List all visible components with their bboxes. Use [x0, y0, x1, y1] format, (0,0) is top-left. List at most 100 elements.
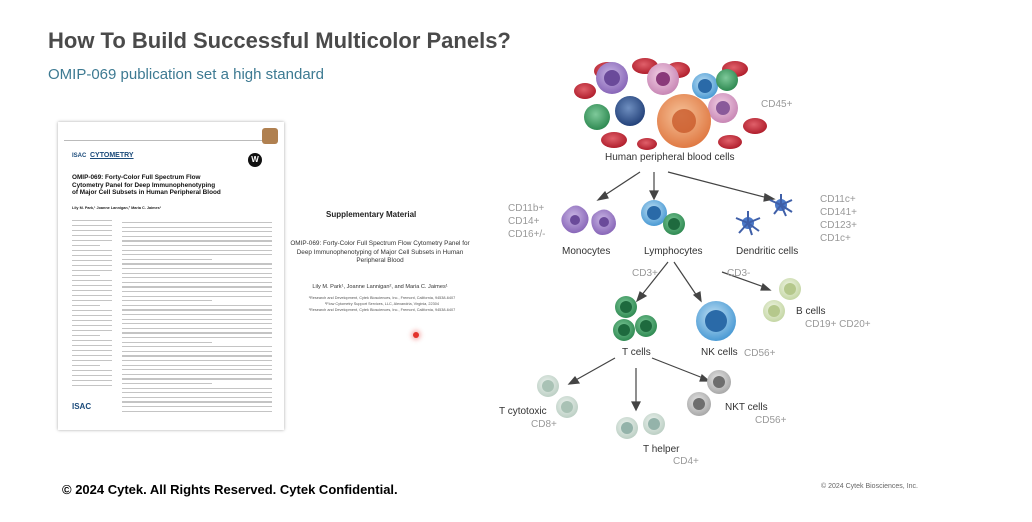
- monocyte-cells-icon: [561, 205, 616, 235]
- paper-text-line: [122, 222, 272, 224]
- root-label: Human peripheral blood cells: [605, 152, 735, 163]
- nkt-cells-icon: [687, 370, 731, 416]
- paper-text-line: [72, 345, 112, 347]
- paper-isac-label: ISAC: [72, 153, 87, 159]
- nk-cells-label: NK cells: [701, 347, 738, 358]
- paper-text-line: [72, 280, 112, 282]
- t-helper-marker: CD4+: [673, 456, 699, 467]
- paper-text-line: [122, 410, 272, 412]
- paper-text-line: [122, 369, 272, 371]
- paper-text-line: [72, 310, 112, 312]
- paper-text-line: [122, 406, 272, 408]
- dendritic-marker: CD11c+: [820, 194, 856, 205]
- supplement-title: OMIP-069: Forty-Color Full Spectrum Flow…: [290, 240, 470, 265]
- dendritic-marker: CD1c+: [820, 233, 851, 244]
- paper-text-line: [122, 327, 272, 330]
- paper-text-line: [72, 270, 112, 272]
- paper-page-thumbnail: ISAC CYTOMETRY W OMIP-069: Forty-Color F…: [58, 122, 284, 430]
- paper-text-line: [122, 401, 272, 403]
- paper-text-line: [122, 281, 272, 284]
- paper-text-line: [122, 263, 272, 265]
- cd3-negative-marker: CD3-: [727, 268, 751, 279]
- paper-text-line: [122, 295, 272, 297]
- paper-text-line: [72, 220, 112, 222]
- paper-text-line: [122, 323, 272, 325]
- paper-text-line: [72, 355, 112, 357]
- paper-text-line: [122, 277, 272, 279]
- paper-text-line: [72, 380, 112, 382]
- paper-text-line: [72, 315, 112, 317]
- paper-text-line: [72, 240, 112, 242]
- paper-text-line: [122, 346, 272, 348]
- paper-authors: Lily M. Park,¹ Joanne Lannigan,² Maria C…: [72, 206, 162, 210]
- paper-text-line: [122, 240, 272, 242]
- supplement-authors: Lily M. Park¹, Joanne Lannigan², and Mar…: [312, 284, 448, 290]
- paper-text-line: [122, 249, 272, 251]
- nk-cell-icon: [696, 301, 736, 341]
- publisher-logo-icon: W: [248, 153, 262, 167]
- t-helper-label: T helper: [643, 444, 680, 455]
- paper-text-line: [122, 268, 272, 270]
- t-cytotoxic-marker: CD8+: [531, 419, 557, 430]
- b-cells-label: B cells: [796, 306, 826, 317]
- paper-text-line: [72, 360, 112, 362]
- dendritic-marker: CD141+: [820, 207, 857, 218]
- paper-text-line: [122, 364, 272, 366]
- lineage-arrows: [567, 171, 776, 412]
- supplement-affiliation: ¹Research and Development, Cytek Bioscie…: [308, 308, 456, 312]
- paper-text-line: [72, 225, 112, 227]
- paper-text-line: [72, 260, 112, 262]
- t-cells-icon: [613, 296, 657, 341]
- paper-text-line: [122, 258, 212, 261]
- blood-cells-illustration: [574, 58, 767, 150]
- paper-text-line: [72, 335, 100, 337]
- paper-text-line: [72, 300, 112, 302]
- root-marker: CD45+: [761, 99, 793, 110]
- t-cells-label: T cells: [622, 347, 651, 358]
- paper-text-line: [72, 370, 112, 372]
- paper-text-line: [72, 365, 100, 367]
- paper-text-line: [122, 341, 212, 343]
- lymphocytes-label: Lymphocytes: [644, 246, 703, 257]
- t-cytotoxic-cells-icon: [537, 375, 578, 418]
- paper-text-line: [122, 231, 272, 233]
- paper-text-line: [72, 250, 112, 252]
- nkt-cell-marker: CD56+: [755, 415, 787, 426]
- paper-text-line: [122, 350, 272, 353]
- nk-cell-marker: CD56+: [744, 348, 776, 359]
- copyright-note: © 2024 Cytek Biosciences, Inc.: [821, 483, 918, 490]
- paper-text-line: [122, 392, 272, 394]
- nkt-cells-label: NKT cells: [725, 402, 768, 413]
- paper-text-line: [72, 350, 112, 352]
- supplement-affiliation: ²Flow Cytometry Support Services, LLC, A…: [325, 302, 439, 306]
- paper-text-line: [122, 291, 272, 293]
- paper-text-line: [122, 314, 272, 316]
- paper-text-line: [122, 332, 272, 334]
- paper-text-line: [72, 330, 112, 332]
- t-cell-marker: CD3+: [632, 268, 658, 279]
- paper-text-line: [72, 285, 112, 287]
- paper-text-line: [72, 290, 112, 292]
- paper-text-line: [72, 295, 112, 297]
- paper-text-line: [122, 226, 272, 228]
- monocytes-label: Monocytes: [562, 246, 611, 257]
- dendritic-marker: CD123+: [820, 220, 857, 231]
- slide-subtitle: OMIP-069 publication set a high standard: [48, 66, 324, 83]
- paper-text-line: [122, 300, 212, 302]
- paper-text-line: [72, 325, 112, 327]
- monocyte-marker: CD14+: [508, 216, 540, 227]
- paper-text-line: [122, 272, 272, 274]
- paper-text-line: [122, 360, 272, 362]
- paper-text-line: [72, 305, 100, 307]
- supplement-affiliation: ¹Research and Development, Cytek Bioscie…: [308, 296, 456, 300]
- paper-text-line: [72, 385, 112, 387]
- t-helper-cells-icon: [616, 413, 665, 439]
- monocyte-marker: CD16+/-: [508, 229, 546, 240]
- paper-text-line: [72, 375, 112, 377]
- slide-title: How To Build Successful Multicolor Panel…: [48, 28, 511, 53]
- paper-title: OMIP-069: Forty-Color Full Spectrum Flow…: [72, 174, 221, 196]
- t-cytotoxic-label: T cytotoxic: [499, 406, 547, 417]
- paper-text-line: [72, 265, 112, 267]
- slide-footer: © 2024 Cytek. All Rights Reserved. Cytek…: [62, 482, 398, 497]
- paper-text-line: [122, 373, 272, 376]
